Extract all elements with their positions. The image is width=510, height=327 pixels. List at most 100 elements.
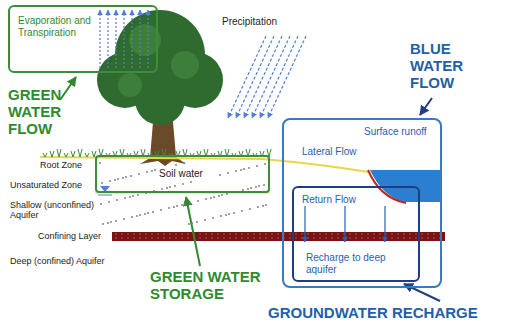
texture-strokes <box>43 10 306 225</box>
soil-particle <box>151 170 153 172</box>
soil-particle <box>225 214 227 216</box>
evapotranspiration-arrow <box>99 10 100 68</box>
soil-particle <box>218 195 220 197</box>
soil-particle <box>109 180 111 182</box>
soil-particle <box>100 203 102 205</box>
soil-particle <box>184 203 186 205</box>
soil-particle <box>263 184 265 186</box>
green-flow-box: Evaporation and Transpiration <box>8 5 158 73</box>
soil-particle <box>221 194 223 196</box>
soil-particle <box>241 210 243 212</box>
precipitation-arrow <box>244 36 282 118</box>
node-text: Soil water <box>159 168 203 180</box>
soil-particle <box>191 222 193 224</box>
precipitation-arrow <box>236 36 274 118</box>
soil-particle <box>125 176 127 178</box>
soil-particle <box>131 216 133 218</box>
soil-particle <box>102 223 104 225</box>
flow-heading: GREEN WATER FLOW <box>8 86 72 137</box>
soil-particle <box>117 178 119 180</box>
soil-particle <box>124 197 126 199</box>
soil-particle <box>258 185 260 187</box>
soil-particle <box>108 201 110 203</box>
evapotranspiration-arrow <box>107 10 108 68</box>
recharge-box: Return FlowRecharge to deep aquifer <box>292 186 420 282</box>
node-text: Evaporation and Transpiration <box>18 15 103 39</box>
precipitation-arrow <box>252 36 290 118</box>
soil-particle <box>114 179 116 181</box>
layer-label: Deep (confined) Aquifer <box>10 256 105 266</box>
soil-particle <box>219 174 221 176</box>
grass-stroke <box>64 153 68 157</box>
layer-label: Shallow (unconfined) Aquifer <box>10 200 110 220</box>
soil-particle <box>242 189 244 191</box>
soil-particle <box>190 181 192 183</box>
node-text: Return Flow <box>302 194 356 206</box>
soil-particle <box>226 193 228 195</box>
storage-heading: GREEN WATER STORAGE <box>150 268 280 302</box>
soil-particle <box>181 204 183 206</box>
evapotranspiration-arrow <box>123 10 124 68</box>
evapotranspiration-arrow <box>131 10 132 68</box>
soil-particle <box>247 188 249 190</box>
soil-particle <box>240 169 242 171</box>
soil-particle <box>257 206 259 208</box>
soil-particle <box>101 182 103 184</box>
grass-stroke <box>71 151 75 157</box>
grass-stroke <box>50 151 54 157</box>
soil-particle <box>137 194 139 196</box>
callout-arrow <box>60 77 76 100</box>
soil-particle <box>139 214 141 216</box>
recharge-heading: GROUNDWATER RECHARGE <box>268 304 478 321</box>
tree <box>97 10 223 166</box>
soil-particle <box>173 206 175 208</box>
soil-particle <box>265 204 267 206</box>
tree-highlight <box>171 51 199 79</box>
soil-particle <box>262 205 264 207</box>
soil-particle <box>136 215 138 217</box>
soil-particle <box>144 213 146 215</box>
soil-particle <box>210 197 212 199</box>
soil-particle <box>154 169 156 171</box>
soil-particle <box>188 223 190 225</box>
soil-particle <box>132 195 134 197</box>
recharge-arrow <box>304 206 305 242</box>
soil-particle <box>116 199 118 201</box>
soil-particle <box>147 212 149 214</box>
grass-stroke <box>57 149 61 157</box>
soil-particle <box>169 186 171 188</box>
callout-arrow <box>420 98 432 115</box>
soil-particle <box>249 208 251 210</box>
grass-stroke <box>78 149 82 157</box>
soil-particle <box>220 215 222 217</box>
soil-particle <box>168 207 170 209</box>
soil-particle <box>123 218 125 220</box>
soil-particle <box>161 188 163 190</box>
soil-particle <box>176 205 178 207</box>
tree-canopy <box>135 75 185 125</box>
soil-particle <box>255 186 257 188</box>
node-text: Lateral Flow <box>302 146 356 158</box>
precipitation-arrow <box>268 36 306 118</box>
soil-particle <box>205 198 207 200</box>
layer-label: Unsaturated Zone <box>10 180 82 190</box>
evapotranspiration-arrow <box>115 10 116 68</box>
soil-particle <box>204 219 206 221</box>
recharge-arrow <box>384 206 385 242</box>
soil-particle <box>107 222 109 224</box>
soil-particle <box>122 177 124 179</box>
recharge-arrow <box>344 206 345 242</box>
soil-particle <box>138 173 140 175</box>
flow-heading: BLUE WATER FLOW <box>410 40 474 91</box>
soil-particle <box>166 187 168 189</box>
soil-particle <box>189 202 191 204</box>
grass-stroke <box>43 153 47 157</box>
water-table-symbol <box>98 195 112 196</box>
soil-particle <box>228 213 230 215</box>
soil-particle <box>110 221 112 223</box>
ground-line <box>40 157 368 172</box>
grass-stroke <box>85 153 89 157</box>
soil-particle <box>227 172 229 174</box>
node-text: Surface runoff <box>364 126 427 138</box>
